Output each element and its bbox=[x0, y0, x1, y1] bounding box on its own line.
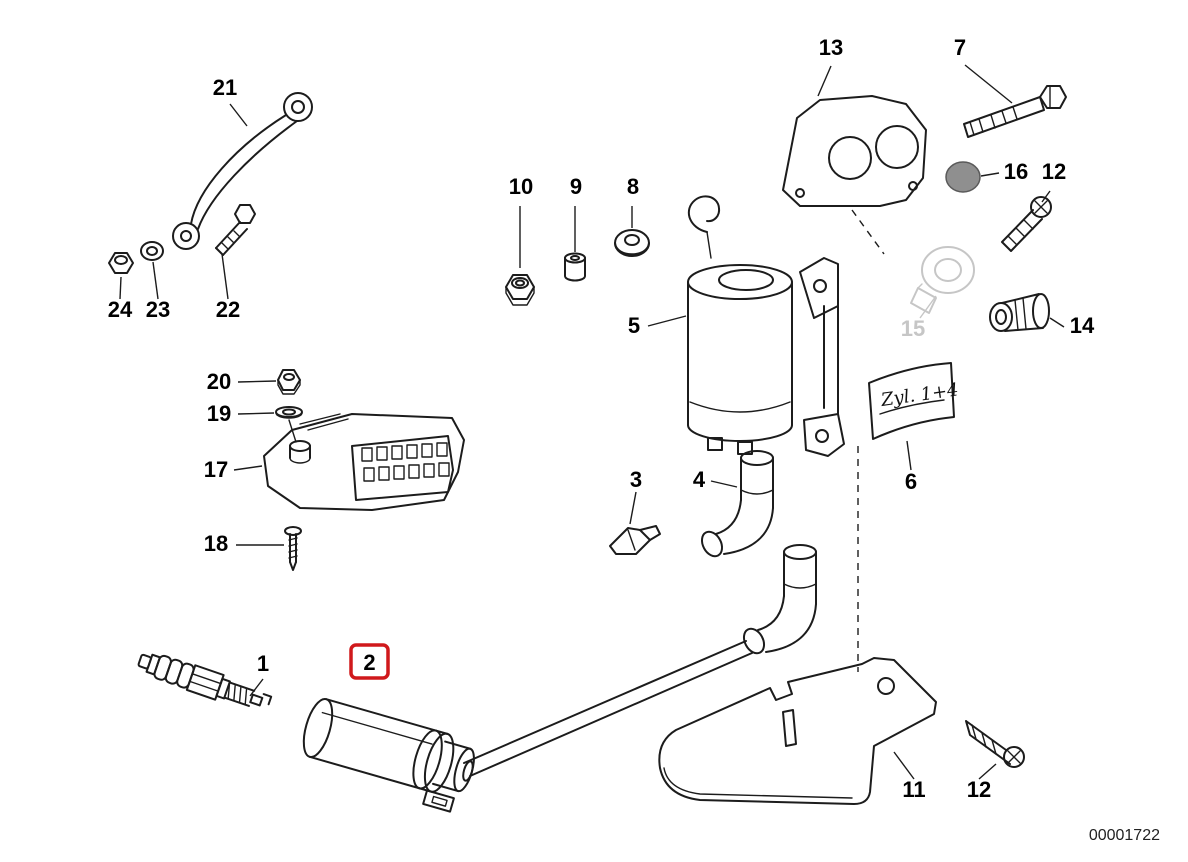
label-20: 20 bbox=[207, 369, 231, 394]
part-17-control-unit bbox=[263, 413, 465, 511]
part-2-spark-plug-boot bbox=[302, 697, 475, 813]
label-1: 1 bbox=[257, 651, 269, 676]
part-3-terminal-clip bbox=[609, 525, 661, 555]
part-20-nut bbox=[277, 369, 301, 395]
label-18: 18 bbox=[204, 531, 228, 556]
cylinder-tag-text: Zyl. 1+4 bbox=[879, 379, 960, 411]
part-12-screw-bottom bbox=[965, 720, 1025, 768]
assembly-dashed-lines bbox=[851, 209, 885, 672]
label-24: 24 bbox=[108, 297, 133, 322]
part-12-screw-top bbox=[1001, 196, 1052, 252]
label-9: 9 bbox=[570, 174, 582, 199]
label-2-highlighted: 2 bbox=[363, 650, 375, 675]
label-16: 16 bbox=[1004, 159, 1028, 184]
label-23: 23 bbox=[146, 297, 170, 322]
label-5: 5 bbox=[628, 313, 640, 338]
part-labels: 21 13 7 16 12 10 9 8 24 23 22 5 15 14 20… bbox=[108, 35, 1095, 802]
label-3: 3 bbox=[630, 467, 642, 492]
part-13-bracket bbox=[782, 95, 927, 207]
label-7: 7 bbox=[954, 35, 966, 60]
part-15-grommet-faded bbox=[910, 246, 975, 314]
part-6-cylinder-tag bbox=[868, 362, 955, 440]
label-19: 19 bbox=[207, 401, 231, 426]
label-12-bottom: 12 bbox=[967, 777, 991, 802]
part-16-cap bbox=[945, 161, 981, 193]
label-22: 22 bbox=[216, 297, 240, 322]
part-5-ignition-coil bbox=[687, 195, 845, 457]
part-4-plug-connector bbox=[700, 450, 774, 558]
label-12-top: 12 bbox=[1042, 159, 1066, 184]
leader-lines bbox=[119, 64, 1065, 780]
part-11-mounting-plate bbox=[658, 657, 937, 805]
label-10: 10 bbox=[509, 174, 533, 199]
label-13: 13 bbox=[819, 35, 843, 60]
highlighted-part-marker: 2 bbox=[349, 643, 390, 680]
document-number: 00001722 bbox=[1089, 827, 1160, 844]
cable-elbow-connector bbox=[742, 544, 817, 655]
part-21-ground-strap bbox=[172, 92, 313, 250]
part-18-screw bbox=[284, 526, 302, 571]
part-24-nut bbox=[108, 252, 134, 274]
label-6: 6 bbox=[905, 469, 917, 494]
part-19-washer bbox=[275, 406, 303, 443]
part-7-bolt bbox=[963, 85, 1067, 138]
part-23-washer bbox=[140, 241, 164, 261]
part-9-spacer bbox=[564, 252, 586, 282]
part-1-spark-plug bbox=[137, 653, 273, 707]
label-21: 21 bbox=[213, 75, 237, 100]
part-8-grommet bbox=[614, 229, 650, 257]
part-10-nut bbox=[505, 274, 535, 306]
part-14-connector bbox=[989, 293, 1050, 332]
label-11: 11 bbox=[902, 777, 925, 802]
label-4: 4 bbox=[693, 467, 706, 492]
label-14: 14 bbox=[1070, 313, 1095, 338]
label-17: 17 bbox=[204, 457, 228, 482]
label-8: 8 bbox=[627, 174, 639, 199]
part-22-screw bbox=[215, 204, 256, 256]
label-15: 15 bbox=[901, 316, 925, 341]
ignition-cable bbox=[463, 640, 753, 777]
